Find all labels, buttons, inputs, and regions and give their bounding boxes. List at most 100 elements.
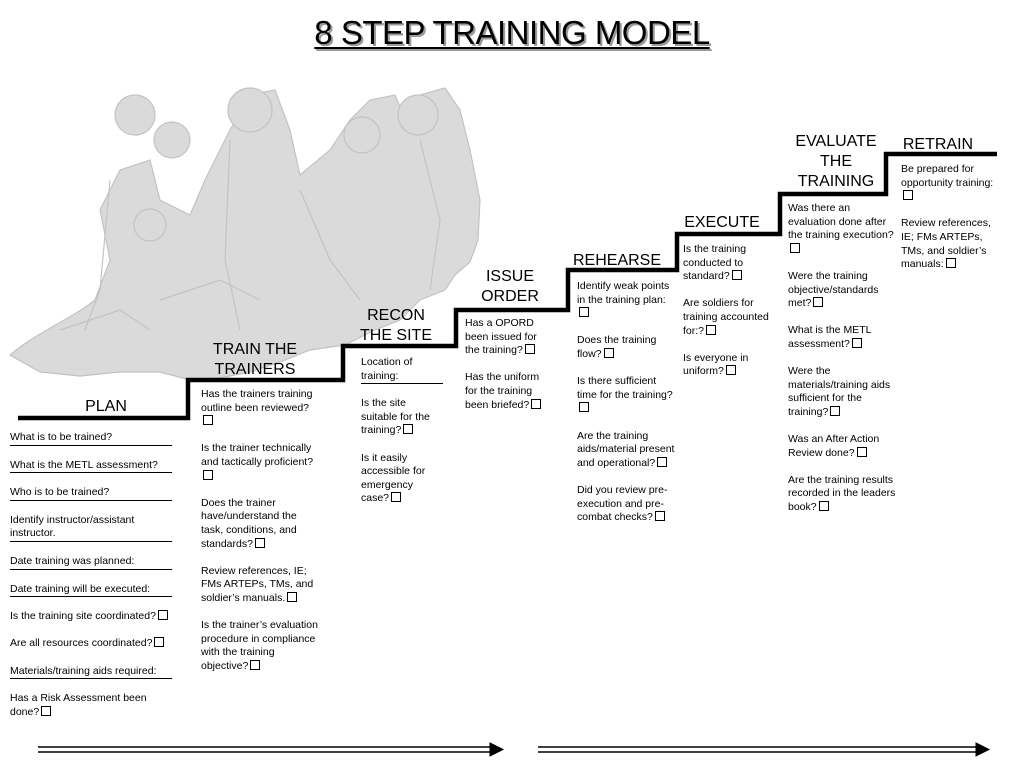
checkbox-icon[interactable] [250,659,261,670]
recon-the-site-checklist: Location of training: Is the site suitabl… [361,356,443,520]
checkbox-icon[interactable] [579,307,589,318]
checkbox-icon[interactable] [203,469,213,480]
checklist-item: Is the training conducted to standard? [683,243,779,284]
checklist-item-text: Is everyone in uniform? [683,351,749,378]
checklist-item: Were the materials/training aids suffici… [788,365,898,419]
checklist-item-text: Has the uniform for the training been br… [465,371,540,411]
checklist-item-text: Was there an evaluation done after the t… [788,202,894,242]
step-heading-evaluate-the-training: EVALUATE THE TRAINING [778,132,894,192]
checklist-item-text: Date training was planned: [10,554,135,567]
checkbox-icon[interactable] [287,591,298,602]
checkbox-icon[interactable] [203,415,213,426]
checkbox-icon[interactable] [391,492,402,503]
checklist-item-text: Is the trainer technically and tacticall… [201,442,314,468]
checkbox-icon[interactable] [818,501,829,512]
checkbox-icon[interactable] [524,344,535,355]
checklist-item-text: Materials/training aids required: [10,664,157,677]
checklist-item-text: Who is to be trained? [10,486,110,499]
checklist-item: What is the METL assessment? [10,459,172,474]
issue-order-checklist: Has a OPORD been issued for the training… [465,317,551,426]
checklist-item-text: Did you review pre-execution and pre-com… [577,483,668,524]
step-heading-rehearse: REHEARSE [572,252,662,269]
fill-in-blank-line[interactable] [10,472,172,474]
checklist-item: Was an After Action Review done? [788,433,898,460]
checklist-item: Identify weak points in the training pla… [577,280,677,321]
checklist-item: Is there sufficient time for the trainin… [577,375,677,416]
checklist-item: Is the training site coordinated? [10,610,172,624]
checkbox-icon[interactable] [706,324,717,335]
checklist-item: Has a OPORD been issued for the training… [465,317,551,358]
checklist-item-text: Has a Risk Assessment been done? [10,692,147,718]
checkbox-icon[interactable] [851,337,862,348]
checkbox-icon[interactable] [657,456,668,467]
fill-in-blank-line[interactable] [10,678,172,680]
checklist-item-text: Are soldiers for training accounted for:… [683,297,769,337]
checklist-item-text: Review references, IE; FMs ARTEPs, TMs, … [901,217,991,271]
checkbox-icon[interactable] [725,365,736,376]
execute-checklist: Is the training conducted to standard? Ar… [683,243,779,393]
checklist-item-text: Are the training results recorded in the… [788,473,896,514]
slide-title: 8 STEP TRAINING MODEL [314,14,710,51]
checkbox-icon[interactable] [731,270,742,281]
checklist-item: Does the training flow? [577,334,677,361]
checkbox-icon[interactable] [531,398,542,409]
checkbox-icon[interactable] [41,705,52,716]
checklist-item-text: Was an After Action Review done? [788,433,880,459]
checkbox-icon[interactable] [856,446,867,457]
checklist-item: Location of training: [361,356,443,385]
rehearse-checklist: Identify weak points in the training pla… [577,280,677,538]
checklist-item: Is the site suitable for the training? [361,397,443,438]
fill-in-blank-line[interactable] [10,568,172,570]
checkbox-icon[interactable] [603,347,614,358]
checkbox-icon[interactable] [903,190,913,201]
soldiers-illustration [8,87,481,381]
checkbox-icon[interactable] [254,537,265,548]
checklist-item: What is to be trained? [10,431,172,446]
step-heading-line: THE [820,153,852,170]
checklist-item: Be prepared for opportunity training: [901,163,1001,204]
fill-in-blank-line[interactable] [10,596,172,598]
checkbox-icon[interactable] [154,637,165,648]
fill-in-blank-line[interactable] [10,540,172,542]
progress-arrows [38,742,991,757]
checklist-item-text: Location of training: [361,356,413,382]
checklist-item-text: Were the materials/training aids suffici… [788,365,891,418]
checklist-item: What is the METL assessment? [788,324,898,351]
checkbox-icon[interactable] [830,405,841,416]
checklist-item-text: Is the training site coordinated? [10,610,156,623]
checkbox-icon[interactable] [654,511,665,522]
checklist-item: Is the trainer technically and tacticall… [201,442,319,483]
checkbox-icon[interactable] [157,610,168,621]
checkbox-icon[interactable] [790,242,800,253]
checklist-item-text: Be prepared for opportunity training: [901,163,994,189]
checklist-item-text: Is the site suitable for the training? [361,397,430,437]
checklist-item: Does the trainer have/understand the tas… [201,497,319,551]
checkbox-icon[interactable] [403,424,414,435]
checklist-item: Are the training aids/material present a… [577,430,677,471]
checklist-item-text: Is the trainer’s evaluation procedure in… [201,619,318,672]
step-heading-line: EVALUATE [795,133,877,150]
checklist-item-text: Has a OPORD been issued for the training… [465,317,537,357]
checklist-item-text: Is the training conducted to standard? [683,243,747,283]
step-heading-retrain: RETRAIN [902,136,974,153]
step-heading-line: TRAINING [797,173,875,190]
fill-in-blank-line[interactable] [10,499,172,501]
checklist-item: Did you review pre-execution and pre-com… [577,484,677,525]
checklist-item: Are all resources coordinated? [10,637,172,651]
checkbox-icon[interactable] [813,297,824,308]
checklist-item-text: Is there sufficient time for the trainin… [577,375,673,401]
checklist-item-text: Is it easily accessible for emergency ca… [361,451,426,505]
fill-in-blank-line[interactable] [361,383,443,385]
checklist-item: Materials/training aids required: [10,665,172,680]
checklist-item: Identify instructor/assistant instructor… [10,514,172,542]
fill-in-blank-line[interactable] [10,444,172,446]
checkbox-icon[interactable] [579,402,589,413]
evaluate-the-training-checklist: Was there an evaluation done after the t… [788,202,898,528]
step-heading-line: THE SITE [359,327,432,344]
staircase-line [18,151,997,421]
checklist-item: Was there an evaluation done after the t… [788,202,898,256]
checkbox-icon[interactable] [945,258,956,269]
checklist-item: Has a Risk Assessment been done? [10,692,172,719]
